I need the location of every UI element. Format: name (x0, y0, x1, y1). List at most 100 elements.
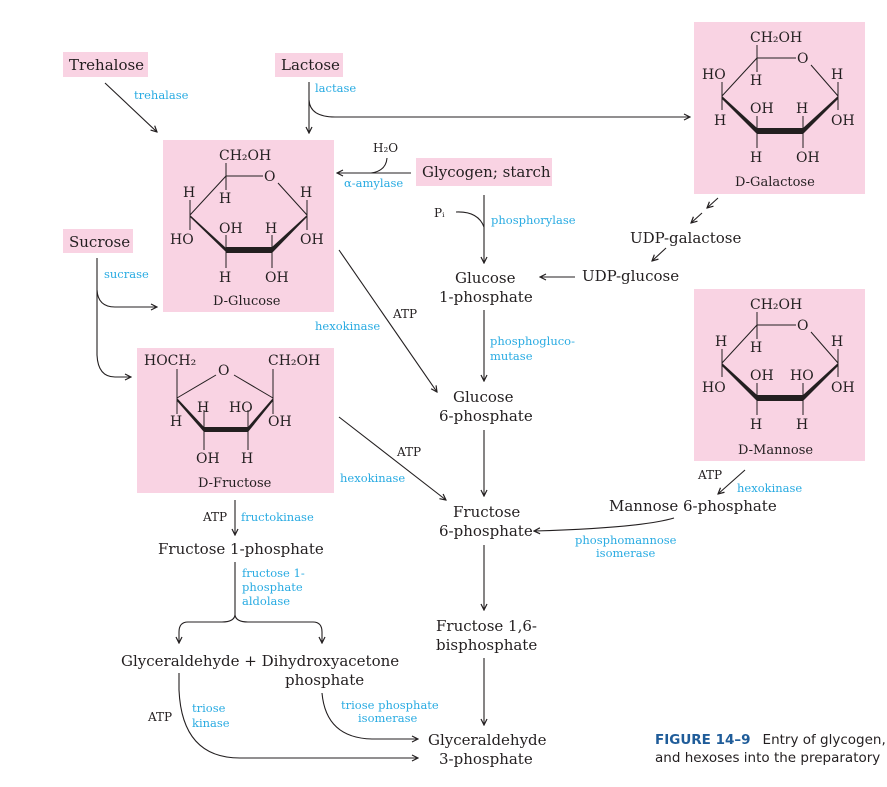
glucose-c1-up: H (300, 185, 312, 201)
fructose-name: D-Fructose (198, 476, 272, 491)
atp-label-mannose: ATP (697, 468, 722, 482)
lactose-label: Lactose (281, 56, 340, 74)
glucose-structure: CH₂OH O H H H OH H HO OH H OH D-Glucose (163, 140, 334, 312)
mannose-c3-down: H (750, 417, 762, 433)
tpi-label-2: isomerase (358, 711, 417, 725)
f16bp-line1: Fructose 1,6- (436, 617, 537, 635)
fructose-c5-down: H (170, 414, 182, 430)
galactose-c3-up: OH (750, 101, 774, 117)
udp-galactose-label: UDP-galactose (630, 229, 741, 247)
glucose-c4-up: H (183, 185, 195, 201)
galactose-c1-up: H (831, 67, 843, 83)
galactose-structure: CH₂OH O HO H H OH H H OH H OH D-Galactos… (694, 22, 865, 194)
glucose-c3-down: H (219, 270, 231, 286)
mannose-structure: CH₂OH O H H H OH HO HO OH H H D-Mannose (694, 289, 865, 461)
galactose-ring-o: O (797, 51, 808, 67)
atp-label-fructose: ATP (396, 445, 421, 459)
tpi-label-1: triose phosphate (341, 698, 439, 712)
g6p-line2: 6-phosphate (439, 407, 533, 425)
phosphoglucomutase-arrow: phosphogluco- mutase (484, 310, 575, 381)
f1p-aldolase-label-1: fructose 1- (242, 566, 305, 580)
phosphoglucomutase-label-1: phosphogluco- (490, 334, 575, 348)
galactose-ch2oh: CH₂OH (750, 30, 802, 46)
pi-label: Pᵢ (434, 206, 445, 220)
atp-label-triose: ATP (147, 710, 172, 724)
galactose-name: D-Galactose (735, 175, 815, 190)
fructose-c3-down: H (241, 451, 253, 467)
mannose-ch2oh: CH₂OH (750, 297, 802, 313)
mannose-6-phosphate-label: Mannose 6-phosphate (609, 497, 777, 515)
glucose-c2-down: OH (265, 270, 289, 286)
mannose-c1-down: OH (831, 380, 855, 396)
hexokinase-mannose-label: hexokinase (737, 481, 802, 495)
fructose-c4-up: H (197, 400, 209, 416)
caption-line1-wrap: FIGURE 14–9 Entry of glycogen, (655, 731, 886, 748)
triose-kinase-arrow: ATP triose kinase (147, 673, 418, 758)
trehalase-arrow: trehalase (104, 82, 189, 132)
fructose-1-phosphate-label: Fructose 1-phosphate (158, 540, 324, 558)
glucose-ch2oh: CH₂OH (219, 148, 271, 164)
triose-kinase-label-1: triose (192, 701, 226, 715)
f1p-aldolase-arrows: fructose 1- phosphate aldolase (179, 562, 322, 643)
g1p-line1: Glucose (455, 269, 516, 287)
glucose-c3-up: OH (219, 221, 243, 237)
mannose-c3-up: OH (750, 368, 774, 384)
fructose-ch2oh: CH₂OH (268, 353, 320, 369)
phosphomannose-isomerase-arrow: phosphomannose isomerase (534, 517, 677, 560)
lactase-label: lactase (315, 81, 356, 95)
lactase-arrows: lactase (309, 81, 690, 133)
mannose-name: D-Mannose (738, 443, 813, 458)
galactose-c4-up: HO (702, 67, 726, 83)
sucrase-label: sucrase (104, 267, 149, 281)
figure-caption: FIGURE 14–9 Entry of glycogen, and hexos… (655, 731, 886, 766)
trehalose-node: Trehalose (63, 52, 148, 77)
alpha-amylase-arrow: H₂O α-amylase (337, 141, 411, 190)
galactose-c5-down: H (750, 73, 762, 89)
galactose-to-udp-arrows: UDP-galactose UDP-glucose (540, 197, 741, 285)
phosphorylase-arrow: Pᵢ phosphorylase (434, 195, 576, 263)
fructose-6-phosphate-node: Fructose 6-phosphate (439, 503, 533, 540)
phosphomannose-isomerase-label-2: isomerase (596, 546, 655, 560)
f6p-line2: 6-phosphate (439, 522, 533, 540)
phosphoglucomutase-label-2: mutase (490, 349, 533, 363)
fructose-1-6-bisphosphate-node: Fructose 1,6- bisphosphate (436, 617, 537, 654)
galactose-c4-down: H (714, 113, 726, 129)
g6p-line1: Glucose (453, 388, 514, 406)
fructose-ring-o: O (218, 363, 229, 379)
glucose-hexokinase-arrow: ATP hexokinase (315, 249, 437, 392)
h2o-label: H₂O (373, 141, 398, 155)
phosphorylase-label: phosphorylase (491, 213, 576, 227)
caption-line2: and hexoses into the preparatory (655, 750, 880, 766)
mannose-c5-down: H (750, 340, 762, 356)
glyceraldehyde-dhap-line1: Glyceraldehyde + Dihydroxyacetone (121, 652, 399, 670)
alpha-amylase-label: α-amylase (344, 176, 403, 190)
glucose-1-phosphate-node: Glucose 1-phosphate (439, 269, 533, 306)
udp-glucose-label: UDP-glucose (582, 267, 679, 285)
mannose-hexokinase-arrow: ATP hexokinase (697, 468, 802, 495)
hexokinase-glucose-label: hexokinase (315, 319, 380, 333)
fructose-c3-up: HO (229, 400, 253, 416)
glucose-c4-down: HO (170, 232, 194, 248)
g3p-line2: 3-phosphate (439, 750, 533, 768)
mannose-c4-up: H (715, 334, 727, 350)
trehalase-label: trehalase (134, 88, 189, 102)
phosphomannose-isomerase-label-1: phosphomannose (575, 533, 677, 547)
sucrase-arrows: sucrase (96, 258, 157, 377)
f1p-aldolase-label-3: aldolase (242, 594, 290, 608)
fructose-c4-down: OH (196, 451, 220, 467)
f16bp-line2: bisphosphate (436, 636, 537, 654)
caption-line1: Entry of glycogen, (763, 732, 886, 748)
fructose-structure: HOCH₂ O CH₂OH H H HO OH OH H D-Fructose (137, 348, 334, 493)
glucose-c2-up: H (265, 221, 277, 237)
galactose-c1-down: OH (831, 113, 855, 129)
triose-kinase-label-2: kinase (192, 716, 230, 730)
glycogen-label: Glycogen; starch (422, 163, 551, 181)
mannose-ring-o: O (797, 318, 808, 334)
atp-label-glucose: ATP (392, 307, 417, 321)
trehalose-label: Trehalose (69, 56, 144, 74)
mannose-c1-up: H (831, 334, 843, 350)
glucose-name: D-Glucose (213, 294, 281, 309)
fructokinase-arrow: ATP fructokinase (202, 500, 314, 535)
galactose-c2-down: OH (796, 150, 820, 166)
